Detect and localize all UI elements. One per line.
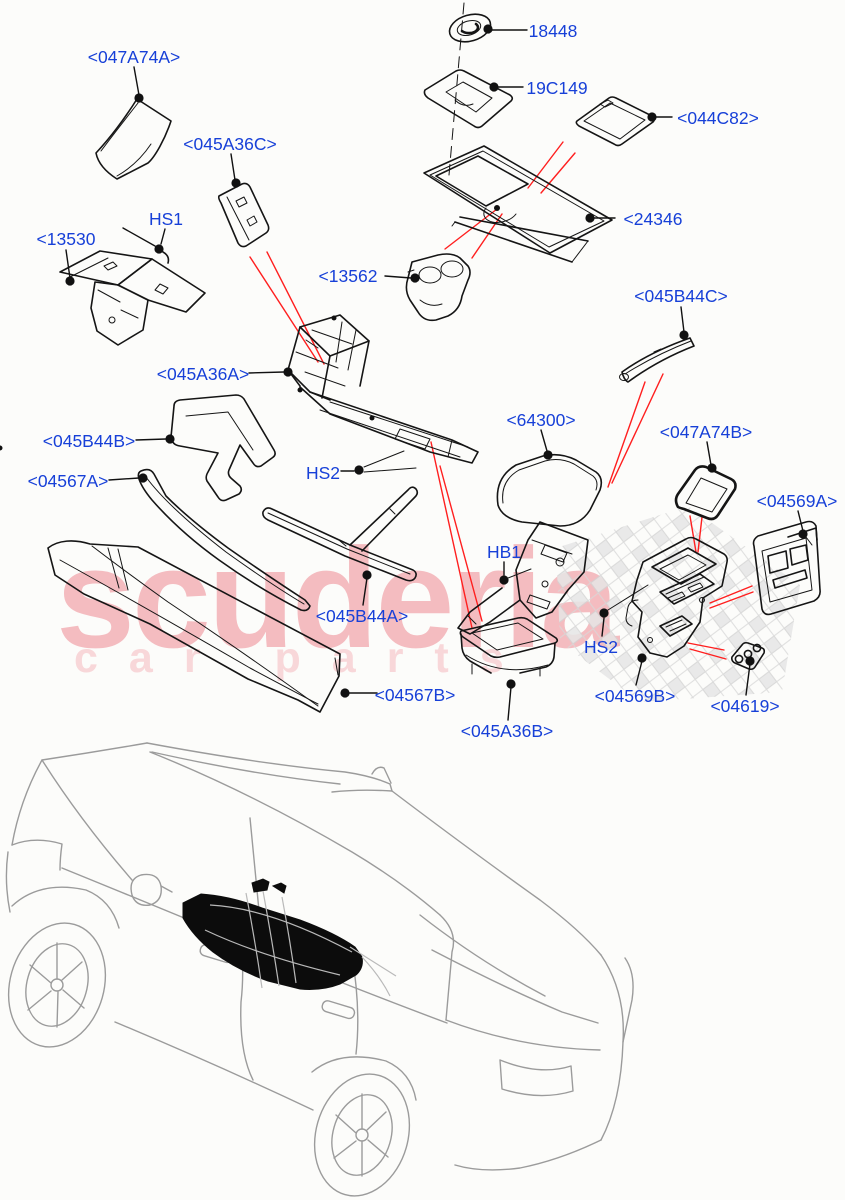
callout-04619: <04619> xyxy=(710,696,780,716)
callout-04567A: <04567A> xyxy=(27,471,109,491)
callout-18448: 18448 xyxy=(528,21,578,41)
part-19C149-drawing xyxy=(423,69,514,129)
part-13530-drawing xyxy=(59,250,206,346)
part-HS2-screw-lower xyxy=(599,584,649,618)
callout-047A74A: <047A74A> xyxy=(87,47,181,67)
callout-13530: <13530 xyxy=(36,229,96,249)
callout-leader-lines xyxy=(65,24,808,721)
callout-044C82: <044C82> xyxy=(677,108,759,128)
part-04619-drawing xyxy=(731,641,766,671)
callout-HS2-upper: HS2 xyxy=(305,463,341,483)
callout-04569B: <04569B> xyxy=(594,686,676,706)
part-04569B-drawing xyxy=(625,536,728,658)
red-callout-lines xyxy=(249,141,754,660)
part-047A74A-drawing xyxy=(95,98,172,180)
part-HB1-screw xyxy=(499,568,532,585)
watermark-subtext: car parts xyxy=(74,634,535,682)
callout-045B44A: <045B44A> xyxy=(315,606,409,626)
watermark-checkered-flag xyxy=(556,506,800,702)
callout-045B44C: <045B44C> xyxy=(634,286,728,306)
part-64300-drawing xyxy=(457,453,603,635)
callout-045A36A: <045A36A> xyxy=(156,364,250,384)
part-044C82-drawing xyxy=(575,96,656,147)
part-045A36A-drawing xyxy=(0,314,479,464)
callout-045A36C: <045A36C> xyxy=(183,134,277,154)
part-24346-drawing xyxy=(423,145,613,263)
part-18448-drawing xyxy=(448,13,492,43)
callout-24346: <24346 xyxy=(623,209,683,229)
callout-045A36B: <045A36B> xyxy=(460,721,554,741)
part-04567B-drawing xyxy=(47,540,341,713)
callout-047A74B: <047A74B> xyxy=(659,422,753,442)
callout-04569A: <04569A> xyxy=(756,491,838,511)
vehicle-rear-three-quarter-view xyxy=(5,742,634,1197)
callout-13562: <13562 xyxy=(318,266,378,286)
watermark-brand-text: scuderia xyxy=(56,519,619,678)
callout-HS2-lower: HS2 xyxy=(583,637,619,657)
callout-HS1: HS1 xyxy=(148,209,184,229)
part-045B44B-drawing xyxy=(170,394,276,502)
part-13562-drawing xyxy=(405,253,471,322)
part-HS2-screw-upper xyxy=(354,450,417,475)
callout-045B44B: <045B44B> xyxy=(42,431,136,451)
part-045A36B-drawing xyxy=(459,616,559,677)
callout-64300: <64300> xyxy=(506,410,576,430)
callout-04567B: <04567B> xyxy=(374,685,456,705)
callout-HB1: HB1 xyxy=(486,542,522,562)
part-047A74B-drawing xyxy=(674,465,737,521)
part-045A36C-drawing xyxy=(217,182,270,248)
part-04567A-drawing xyxy=(137,468,311,612)
part-HS1-screw xyxy=(154,244,170,264)
part-045B44C-drawing xyxy=(619,337,695,383)
part-045B44A-drawing xyxy=(262,486,419,582)
part-04569A-drawing xyxy=(752,520,821,616)
callout-19C149: 19C149 xyxy=(526,78,588,98)
